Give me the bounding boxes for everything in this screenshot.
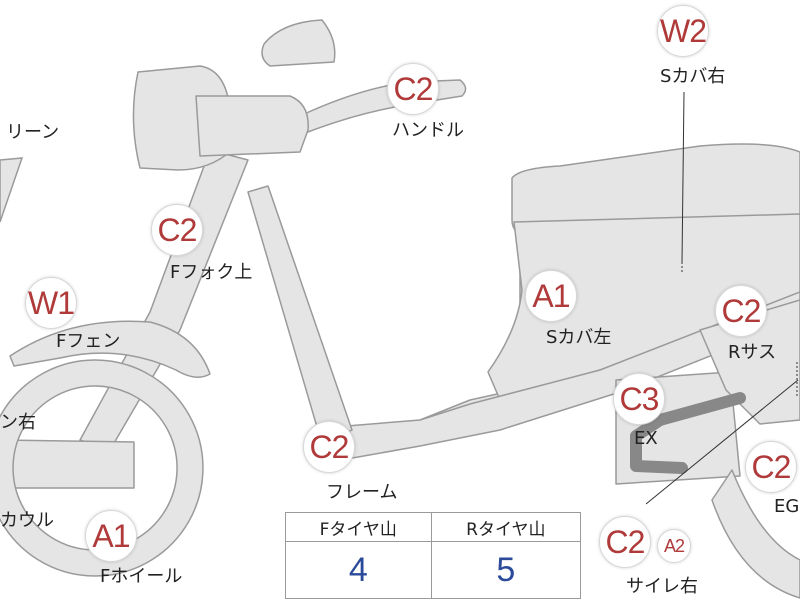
badge-c2-f-fork[interactable]: C2 bbox=[151, 204, 203, 256]
badge-c2-frame[interactable]: C2 bbox=[303, 421, 355, 473]
badge-a2-side-stand[interactable]: A2 bbox=[657, 529, 691, 563]
rear-wheel bbox=[711, 469, 800, 599]
label-r-sus: Rサス bbox=[728, 342, 777, 363]
front-fender bbox=[9, 320, 211, 378]
value-f-tire: 4 bbox=[285, 541, 432, 599]
badge-w2-s-cover[interactable]: W2 bbox=[657, 5, 709, 57]
label-cowl: カウル bbox=[0, 510, 54, 531]
tire-tread-table: Fタイヤ山 Rタイヤ山 4 5 bbox=[285, 512, 582, 599]
leader-s-cover-right bbox=[681, 91, 685, 263]
badge-c3-ex[interactable]: C3 bbox=[613, 373, 665, 425]
badge-a1-f-wheel[interactable]: A1 bbox=[85, 510, 137, 562]
label-s-cover-right: Sカバ右 bbox=[660, 66, 726, 87]
front-cowl-block bbox=[0, 439, 135, 489]
label-f-fork-upper: Fフォク上 bbox=[170, 262, 253, 283]
badge-c2-side-stand[interactable]: C2 bbox=[599, 516, 651, 568]
leader-eg bbox=[645, 379, 799, 505]
handle-cover bbox=[195, 95, 309, 157]
label-frame: フレーム bbox=[326, 482, 398, 503]
value-r-tire: 5 bbox=[430, 541, 582, 599]
badge-c2-handle[interactable]: C2 bbox=[387, 63, 439, 115]
label-handle: ハンドル bbox=[392, 120, 464, 141]
header-f-tire: Fタイヤ山 bbox=[285, 512, 432, 542]
badge-a1-s-cover-left[interactable]: A1 bbox=[525, 270, 577, 322]
badge-w1-f-fender[interactable]: W1 bbox=[25, 277, 77, 329]
exhaust-pipe bbox=[630, 392, 746, 474]
frame-floor bbox=[321, 291, 800, 463]
label-screen: リーン bbox=[6, 122, 60, 143]
badge-c2-eg[interactable]: C2 bbox=[745, 441, 797, 493]
meter-visor bbox=[261, 19, 336, 67]
label-eg: EG bbox=[774, 496, 800, 517]
label-f-wheel: Fホイール bbox=[100, 566, 183, 587]
label-cowl-right: ン右 bbox=[0, 412, 36, 433]
screen-edge bbox=[0, 157, 24, 223]
label-s-cover-left: Sカバ左 bbox=[546, 327, 612, 348]
label-side-stand-right: サイレ右 bbox=[626, 576, 698, 597]
badge-c2-r-sus[interactable]: C2 bbox=[715, 285, 767, 337]
label-f-fender: Fフェン bbox=[56, 331, 121, 352]
header-r-tire: Rタイヤ山 bbox=[430, 512, 582, 542]
front-downtube bbox=[247, 185, 353, 445]
label-ex: EX bbox=[634, 428, 658, 449]
